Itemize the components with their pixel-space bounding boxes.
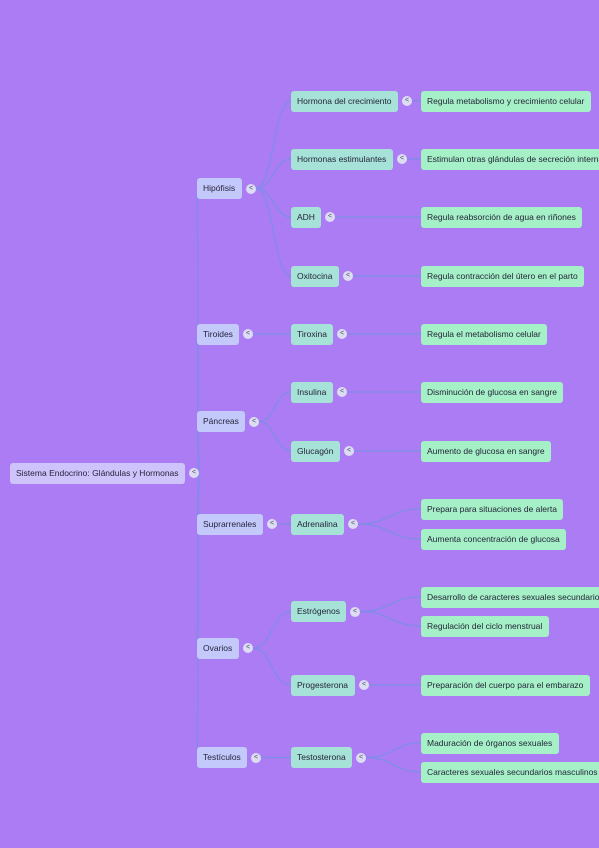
function-node[interactable]: Regula reabsorción de agua en riñones: [421, 206, 582, 228]
collapse-toggle-icon[interactable]: <: [344, 446, 354, 456]
connector-line: [365, 756, 422, 773]
function-node[interactable]: Prepara para situaciones de alerta: [421, 498, 563, 520]
collapse-toggle-icon[interactable]: <: [249, 416, 259, 427]
function-node[interactable]: Regula el metabolismo celular: [421, 323, 547, 345]
gland-node[interactable]: Hipófisis: [197, 178, 242, 199]
connector-line: [365, 742, 422, 759]
gland-node[interactable]: Suprarrenales: [197, 513, 263, 535]
collapse-toggle-icon[interactable]: <: [243, 329, 253, 339]
function-node[interactable]: Preparación del cuerpo para el embarazo: [421, 674, 590, 696]
collapse-toggle-icon[interactable]: <: [359, 680, 369, 690]
collapse-toggle-icon[interactable]: <: [402, 96, 412, 106]
collapse-toggle-icon[interactable]: <: [337, 387, 347, 397]
connector-line: [252, 610, 292, 649]
gland-node[interactable]: Testículos: [197, 747, 247, 768]
function-node[interactable]: Aumento de glucosa en sangre: [421, 440, 551, 462]
function-node[interactable]: Estimulan otras glándulas de secreción i…: [421, 148, 599, 170]
collapse-toggle-icon[interactable]: <: [246, 183, 256, 194]
gland-node[interactable]: Páncreas: [197, 411, 245, 432]
connector-line: [359, 610, 422, 627]
collapse-toggle-icon[interactable]: <: [348, 519, 358, 529]
collapse-toggle-icon[interactable]: <: [350, 606, 360, 617]
function-node[interactable]: Regula contracción del útero en el parto: [421, 265, 584, 287]
collapse-toggle-icon[interactable]: <: [243, 643, 253, 654]
collapse-toggle-icon[interactable]: <: [397, 154, 407, 164]
connector-line: [357, 508, 422, 525]
connector-line: [357, 523, 422, 540]
connector-line: [258, 391, 292, 423]
hormone-node[interactable]: Testosterona: [291, 747, 352, 768]
hormone-node[interactable]: Estrógenos: [291, 601, 346, 622]
gland-node[interactable]: Tiroides: [197, 323, 239, 345]
connector-line: [255, 187, 292, 218]
collapse-toggle-icon[interactable]: <: [267, 519, 277, 529]
connector-line: [258, 420, 292, 452]
function-node[interactable]: Caracteres sexuales secundarios masculin…: [421, 761, 599, 783]
function-node[interactable]: Desarrollo de caracteres sexuales secund…: [421, 586, 599, 608]
collapse-toggle-icon[interactable]: <: [325, 212, 335, 222]
connector-line: [252, 647, 292, 686]
hormone-node[interactable]: Oxitocina: [291, 265, 339, 287]
connector-line: [255, 158, 292, 190]
collapse-toggle-icon[interactable]: <: [356, 752, 366, 763]
collapse-toggle-icon[interactable]: <: [337, 329, 347, 339]
hormone-node[interactable]: ADH: [291, 206, 321, 228]
connector-line: [255, 187, 292, 277]
hormone-node[interactable]: Tiroxina: [291, 323, 333, 345]
collapse-toggle-icon[interactable]: <: [189, 468, 199, 478]
function-node[interactable]: Disminución de glucosa en sangre: [421, 381, 563, 403]
gland-node[interactable]: Ovarios: [197, 637, 239, 659]
collapse-toggle-icon[interactable]: <: [251, 752, 261, 763]
hormone-node[interactable]: Glucagón: [291, 440, 340, 462]
function-node[interactable]: Aumenta concentración de glucosa: [421, 528, 566, 550]
hormone-node[interactable]: Progesterona: [291, 674, 355, 696]
function-node[interactable]: Regulación del ciclo menstrual: [421, 615, 549, 637]
hormone-node[interactable]: Insulina: [291, 381, 333, 403]
hormone-node[interactable]: Adrenalina: [291, 513, 344, 535]
function-node[interactable]: Regula metabolismo y crecimiento celular: [421, 90, 591, 112]
hormone-node[interactable]: Hormonas estimulantes: [291, 148, 393, 170]
hormone-node[interactable]: Hormona del crecimiento: [291, 90, 398, 112]
collapse-toggle-icon[interactable]: <: [343, 271, 353, 281]
connector-line: [255, 100, 292, 190]
connector-line: [359, 596, 422, 613]
mindmap-root-node[interactable]: Sistema Endocrino: Glándulas y Hormonas: [10, 462, 185, 484]
connector-line: [196, 472, 200, 759]
function-node[interactable]: Maduración de órganos sexuales: [421, 732, 559, 754]
